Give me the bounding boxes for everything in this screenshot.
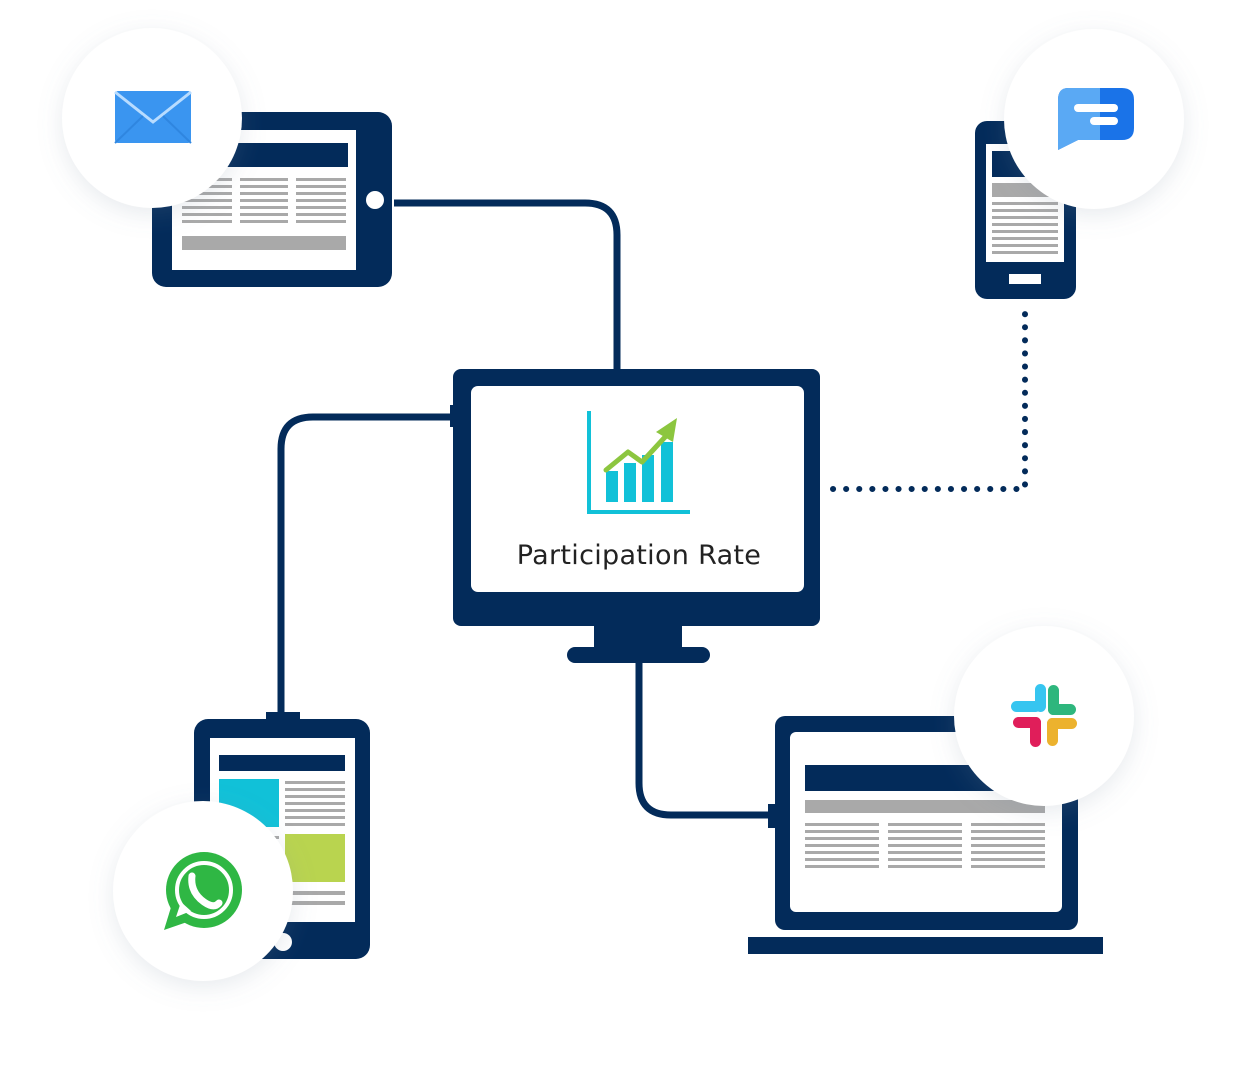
cable-monitor-to-laptop <box>635 662 772 819</box>
dotted-link-monitor-to-phone <box>830 309 1028 492</box>
cable-monitor-to-portrait-tablet <box>277 413 456 716</box>
email-badge <box>62 28 242 208</box>
rising-bar-chart-icon <box>587 411 690 514</box>
whatsapp-badge <box>113 801 293 981</box>
central-monitor <box>453 369 820 663</box>
slack-icon <box>1011 684 1077 747</box>
participation-rate-label: Participation Rate <box>516 540 762 571</box>
slack-badge <box>954 626 1134 806</box>
connector-lines <box>266 199 1028 828</box>
cable-tablet-to-monitor <box>394 199 621 372</box>
sms-badge <box>1004 29 1184 209</box>
chat-bubble-icon <box>1058 88 1134 150</box>
whatsapp-icon <box>164 852 242 930</box>
envelope-icon <box>114 90 192 144</box>
